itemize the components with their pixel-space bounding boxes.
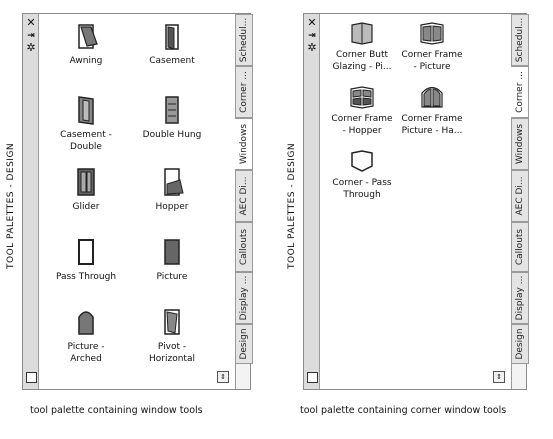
tab-design[interactable]: Design — [236, 324, 253, 364]
tool-label: Casement - Double — [60, 130, 112, 152]
tool-picture-arched[interactable]: Picture - Arched — [47, 306, 125, 365]
caption-left: tool palette containing window tools — [30, 405, 203, 416]
tool-hopper[interactable]: Hopper — [133, 166, 211, 213]
properties-icon[interactable]: ✲ — [26, 41, 36, 54]
corner-butt-glazing-icon — [351, 22, 373, 45]
caption-right: tool palette containing corner window to… — [300, 405, 507, 416]
tool-label: Hopper — [155, 202, 189, 212]
pass-through-window-icon — [78, 239, 94, 265]
tool-glider[interactable]: Glider — [47, 166, 125, 213]
corner-frame-picture-icon — [420, 22, 444, 45]
awning-window-icon — [78, 24, 98, 49]
tool-label: Double Hung — [142, 130, 202, 140]
palette-tabs: Schedul... Corner ... Windows AEC Di... … — [511, 14, 530, 389]
tab-schedules[interactable]: Schedul... — [512, 14, 529, 66]
tool-label: Picture - Arched — [67, 342, 105, 364]
hopper-window-icon — [164, 168, 184, 196]
scroll-down-button[interactable]: ⇕ — [493, 371, 505, 383]
properties-icon[interactable]: ✲ — [307, 41, 317, 54]
tab-callouts[interactable]: Callouts — [512, 222, 529, 272]
tool-casement[interactable]: Casement — [133, 22, 211, 67]
tool-pass-through[interactable]: Pass Through — [47, 236, 125, 283]
tool-picture[interactable]: Picture — [133, 236, 211, 283]
tab-windows[interactable]: Windows — [512, 118, 529, 170]
tool-awning[interactable]: Awning — [47, 22, 125, 67]
tool-casement-double[interactable]: Casement - Double — [47, 94, 125, 153]
tab-schedules[interactable]: Schedul... — [236, 14, 253, 66]
corner-pass-through-icon — [351, 150, 373, 172]
tab-display[interactable]: Display ... — [512, 272, 529, 324]
tool-label: Glider — [72, 202, 100, 212]
picture-window-icon — [164, 239, 180, 265]
tool-label: Awning — [69, 56, 103, 66]
palette-content: Awning Casement Casement - Double Double… — [39, 14, 236, 389]
tool-label: Corner Frame - Picture — [401, 50, 463, 72]
pivot-horizontal-window-icon — [164, 309, 180, 335]
palette-titlebar: ✕ ⇥ ✲ TOOL PALETTES - DESIGN — [287, 14, 320, 389]
picture-arched-window-icon — [78, 311, 94, 335]
tab-aec-dimensions[interactable]: AEC Di... — [236, 170, 253, 222]
corner-frame-hopper-icon — [350, 86, 374, 109]
tab-corner[interactable]: Corner ... — [236, 66, 253, 118]
tab-aec-dimensions[interactable]: AEC Di... — [512, 170, 529, 222]
double-hung-window-icon — [165, 96, 179, 124]
palette-tabs: Schedul... Corner ... Windows AEC Di... … — [235, 14, 254, 389]
casement-window-icon — [165, 24, 179, 50]
close-icon[interactable]: ✕ — [307, 16, 317, 29]
palette-menu-icon[interactable] — [26, 372, 37, 383]
tab-corner[interactable]: Corner ... — [511, 66, 529, 118]
tool-label: Corner Frame Picture - Ha... — [401, 114, 463, 136]
auto-hide-icon[interactable]: ⇥ — [308, 31, 316, 41]
tool-corner-frame-picture-half[interactable]: Corner Frame Picture - Ha... — [396, 84, 468, 137]
tab-display[interactable]: Display ... — [236, 272, 253, 324]
palette-titlebar: ✕ ⇥ ✲ TOOL PALETTES - DESIGN — [6, 14, 39, 389]
tab-design[interactable]: Design — [512, 324, 529, 364]
tool-label: Pivot - Horizontal — [149, 342, 195, 364]
tool-pivot-horizontal[interactable]: Pivot - Horizontal — [133, 306, 211, 365]
tool-corner-pass-through[interactable]: Corner - Pass Through — [326, 148, 398, 201]
glider-window-icon — [77, 168, 95, 196]
palette-menu-icon[interactable] — [307, 372, 318, 383]
tool-label: Casement — [149, 56, 195, 66]
tool-double-hung[interactable]: Double Hung — [133, 94, 211, 141]
auto-hide-icon[interactable]: ⇥ — [27, 31, 35, 41]
palette-content: Corner Butt Glazing - Pi... Corner Frame… — [320, 14, 512, 389]
casement-double-window-icon — [78, 96, 94, 125]
tool-label: Corner - Pass Through — [332, 178, 392, 200]
close-icon[interactable]: ✕ — [26, 16, 36, 29]
tool-label: Picture — [156, 272, 188, 282]
tool-label: Corner Butt Glazing - Pi... — [332, 50, 392, 72]
tab-windows[interactable]: Windows — [235, 118, 253, 170]
tool-corner-butt-glazing[interactable]: Corner Butt Glazing - Pi... — [326, 20, 398, 73]
tab-callouts[interactable]: Callouts — [236, 222, 253, 272]
scroll-down-button[interactable]: ⇕ — [217, 371, 229, 383]
corner-frame-picture-half-icon — [421, 86, 443, 108]
tool-label: Pass Through — [55, 272, 117, 282]
tool-corner-frame-hopper[interactable]: Corner Frame - Hopper — [326, 84, 398, 137]
tool-label: Corner Frame - Hopper — [331, 114, 393, 136]
tool-corner-frame-picture[interactable]: Corner Frame - Picture — [396, 20, 468, 73]
tool-palette-windows: ✕ ⇥ ✲ TOOL PALETTES - DESIGN Awning Case… — [6, 13, 254, 390]
tool-palette-corner-windows: ✕ ⇥ ✲ TOOL PALETTES - DESIGN Corner Butt… — [287, 13, 530, 390]
